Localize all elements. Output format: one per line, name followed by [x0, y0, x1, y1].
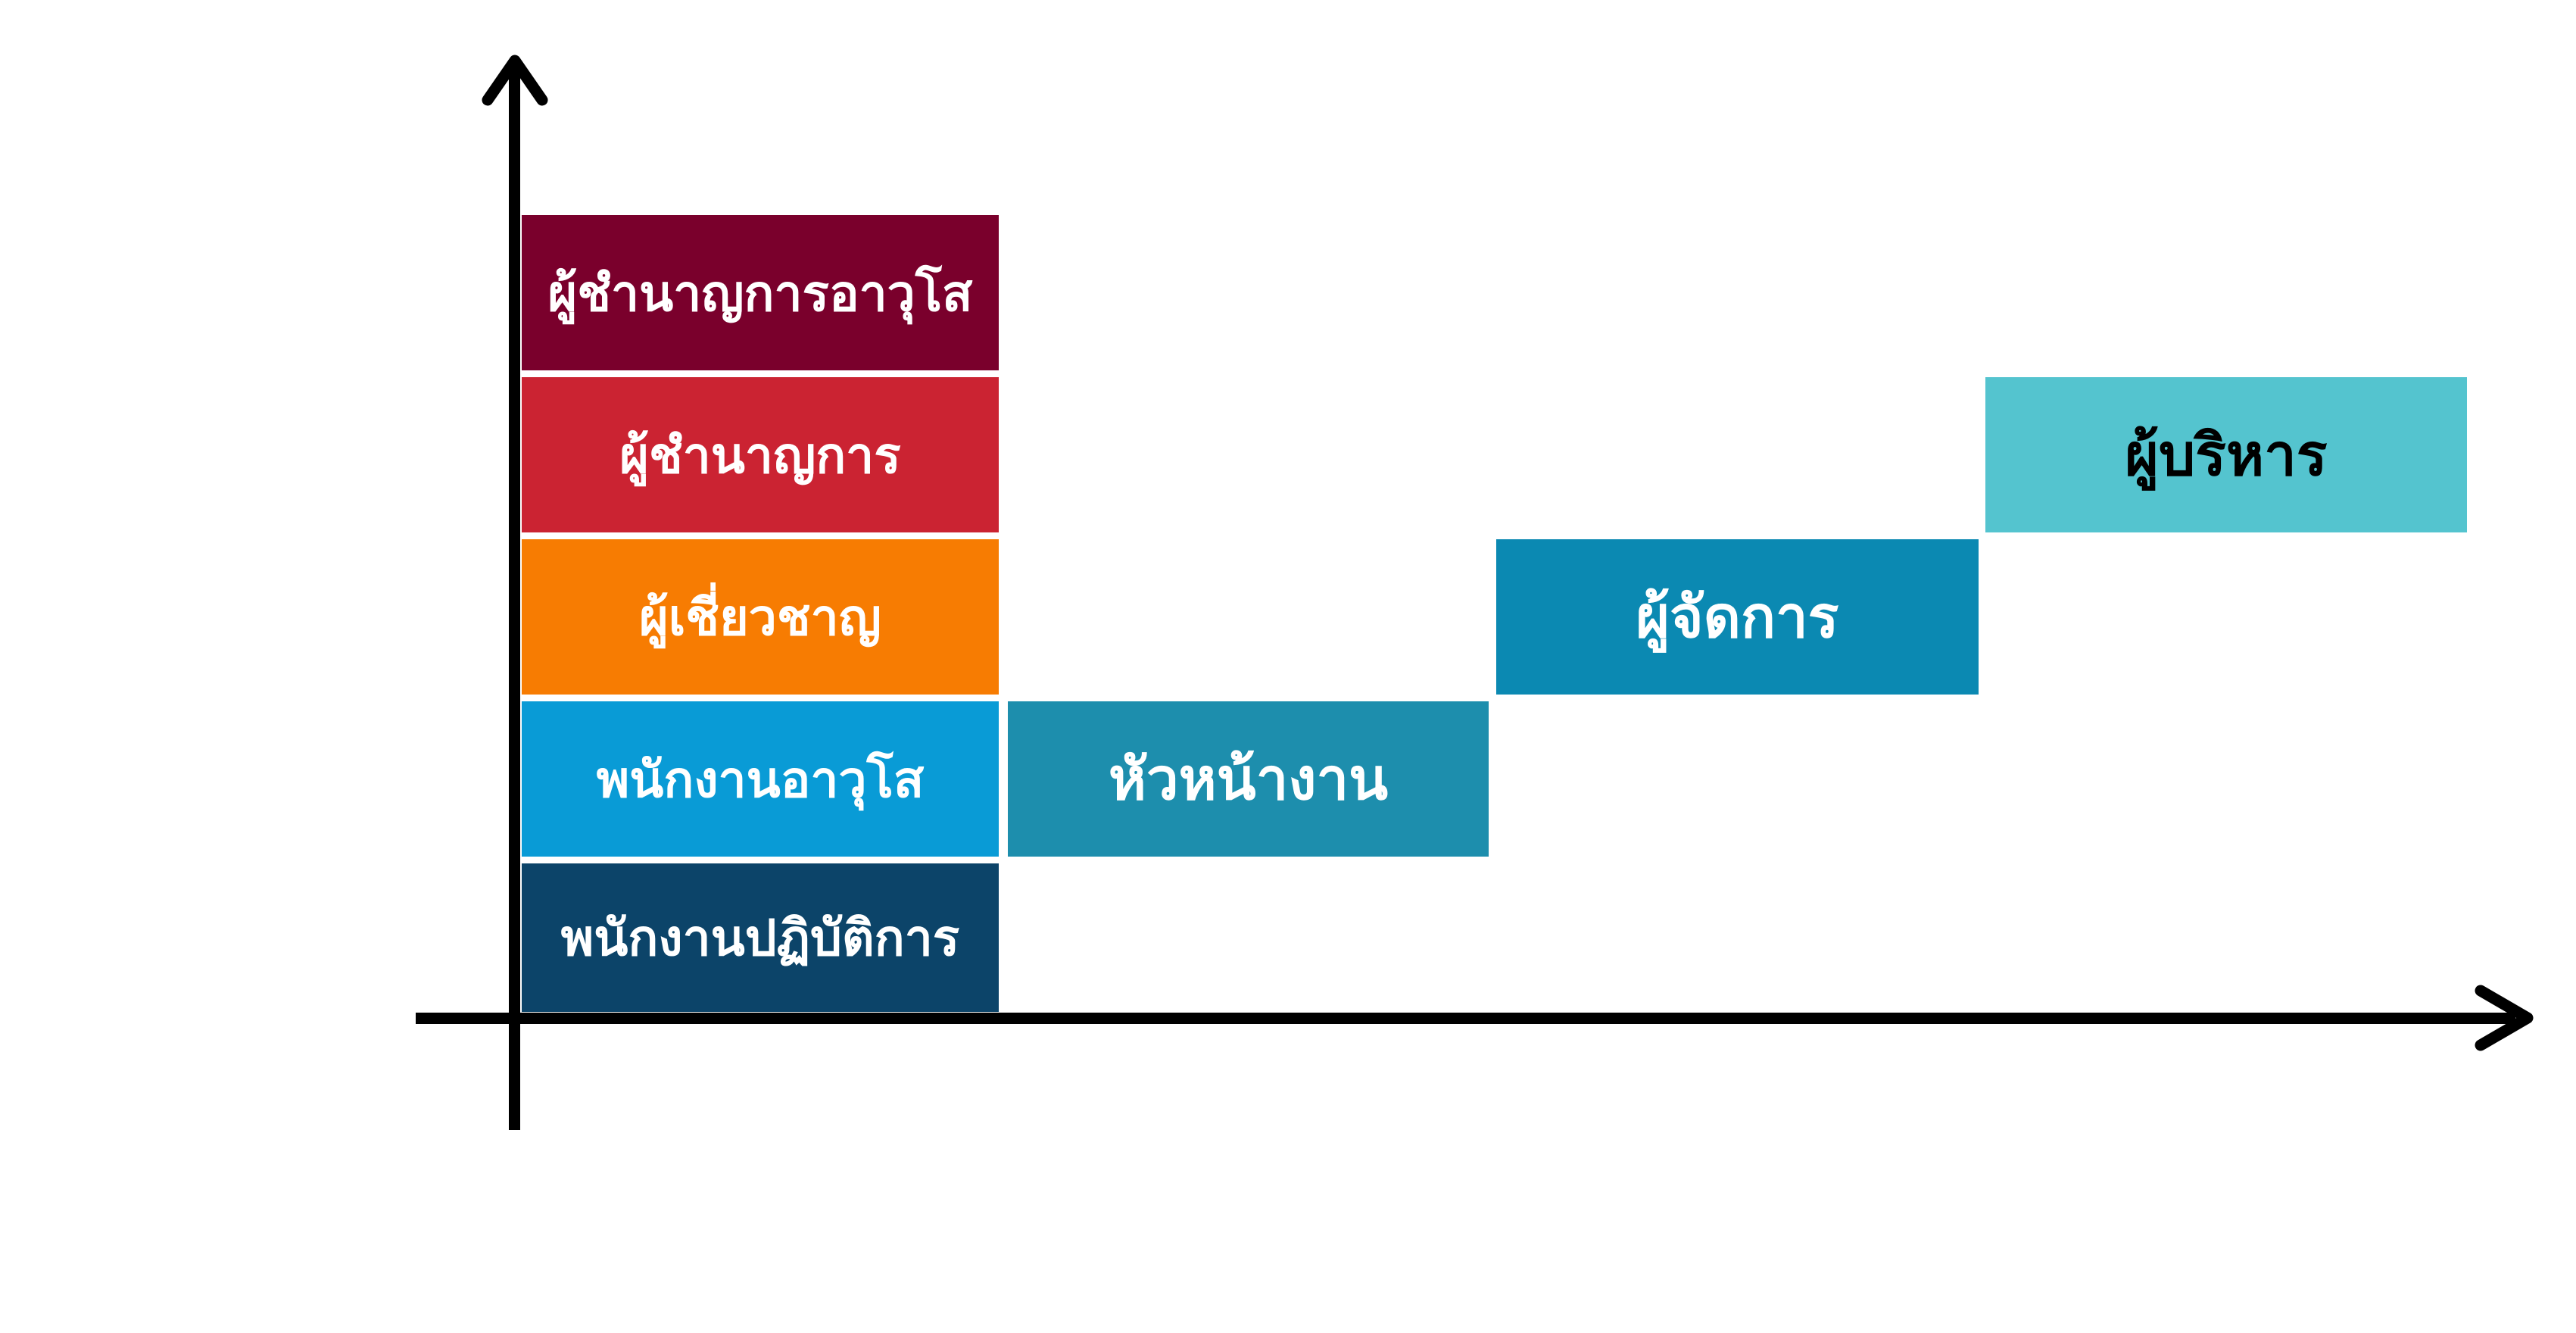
level-label-senior-specialist: ผู้ชำนาญการอาวุโส [547, 263, 973, 323]
level-label-manager: ผู้จัดการ [1636, 582, 1839, 651]
level-box-expert: ผู้เชี่ยวชาญ [522, 539, 999, 695]
level-box-executive: ผู้บริหาร [1985, 377, 2467, 532]
level-label-operations-staff: พนักงานปฏิบัติการ [560, 908, 960, 967]
level-box-senior-staff: พนักงานอาวุโส [522, 701, 999, 857]
y-axis-line [509, 68, 520, 1130]
level-label-expert: ผู้เชี่ยวชาญ [639, 587, 881, 647]
level-label-executive: ผู้บริหาร [2125, 420, 2328, 489]
y-axis-arrowhead-icon [482, 55, 548, 106]
x-axis-line [416, 1013, 2515, 1024]
level-box-specialist: ผู้ชำนาญการ [522, 377, 999, 532]
level-box-operations-staff: พนักงานปฏิบัติการ [522, 863, 999, 1012]
x-axis-arrowhead-icon [2475, 985, 2534, 1051]
level-box-supervisor: หัวหน้างาน [1008, 701, 1489, 857]
level-box-senior-specialist: ผู้ชำนาญการอาวุโส [522, 215, 999, 370]
level-label-specialist: ผู้ชำนาญการ [619, 425, 901, 485]
level-label-supervisor: หัวหน้างาน [1108, 745, 1389, 813]
level-label-senior-staff: พนักงานอาวุโส [596, 749, 925, 809]
level-box-manager: ผู้จัดการ [1496, 539, 1979, 695]
